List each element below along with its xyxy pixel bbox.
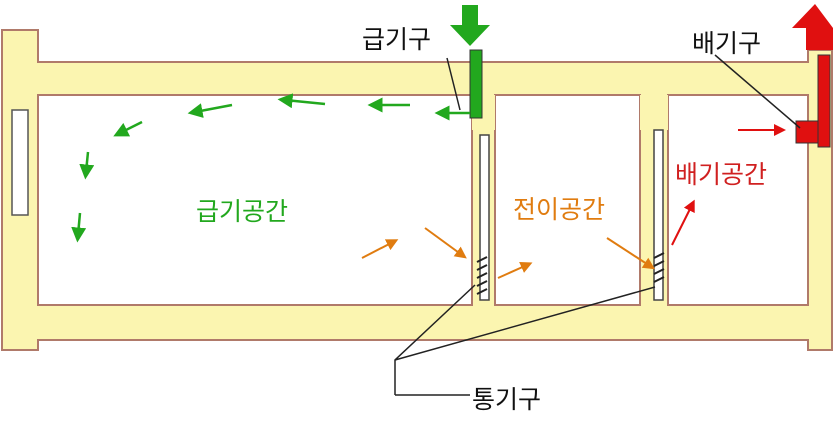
- leader-lines: [394, 54, 801, 396]
- supply-duct: [469, 49, 483, 119]
- transition-airflow-arrows: [361, 227, 656, 279]
- supply-space-label: 급기공간: [196, 197, 289, 226]
- window: [11, 109, 29, 216]
- passage-vent-marks: [476, 252, 665, 295]
- partition-doors: [479, 129, 664, 301]
- exhaust-vent-box: [795, 120, 819, 144]
- transition-space-label: 전이공간: [513, 195, 606, 224]
- passage-vent-label: 통기구: [472, 385, 542, 414]
- exhaust-duct: [817, 54, 831, 148]
- supply-down-arrow: [450, 5, 490, 46]
- exhaust-vent-label: 배기구: [692, 29, 762, 58]
- walls: [1, 29, 833, 351]
- supply-airflow-arrows: [71, 93, 470, 243]
- exhaust-space-label: 배기공간: [675, 160, 768, 189]
- supply-vent-label: 급기구: [362, 25, 432, 54]
- exhaust-up-arrow: [792, 4, 833, 50]
- exhaust-airflow-arrows: [671, 124, 786, 246]
